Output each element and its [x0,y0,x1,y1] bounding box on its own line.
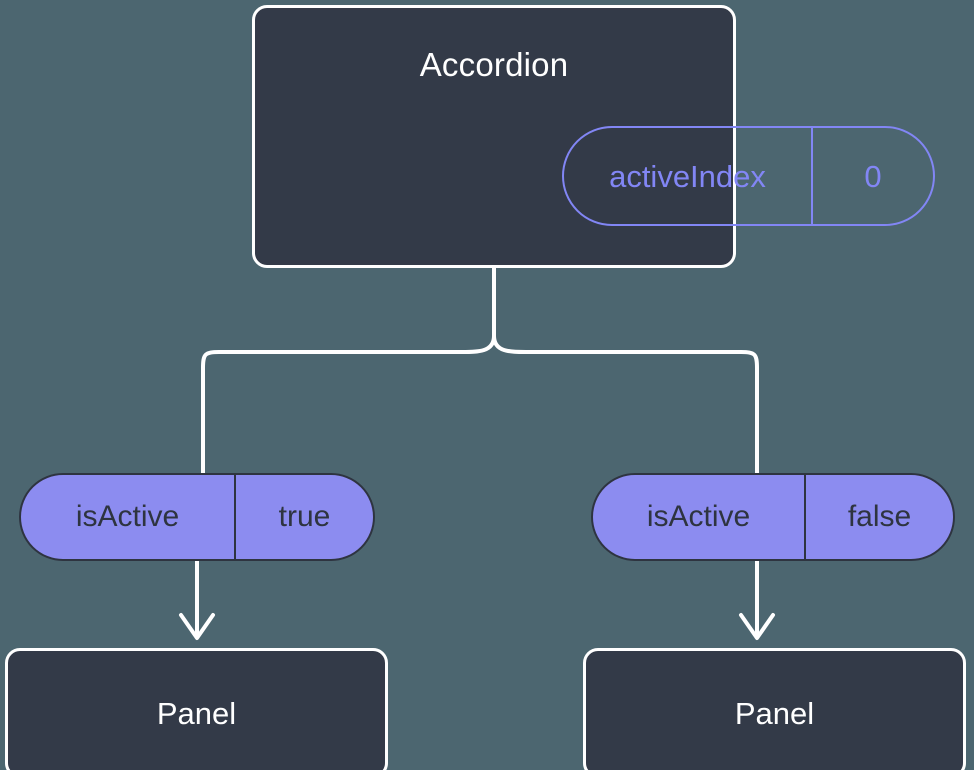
arrow-left-head-icon [179,613,215,640]
node-panel-right[interactable]: Panel [583,648,966,770]
prop-pill-is-active-true[interactable]: isActive true [19,473,375,561]
prop-pill-value: true [278,500,331,533]
node-accordion[interactable]: Accordion activeIndex 0 [252,5,935,268]
prop-pill-value: false [847,500,912,533]
arrow-right-head-icon [739,613,775,640]
state-pill-key: activeIndex [564,128,813,224]
node-panel-title: Panel [734,695,815,731]
state-pill-value: 0 [864,158,882,194]
connector-root-to-branches [201,266,496,475]
connector-root-to-branch-right [492,334,759,475]
state-pill-active-index[interactable]: activeIndex 0 [562,126,935,226]
prop-pill-key: isActive [593,475,806,559]
node-panel-title: Panel [156,695,237,731]
node-panel-left[interactable]: Panel [5,648,388,770]
prop-pill-key: isActive [21,475,236,559]
prop-pill-is-active-false[interactable]: isActive false [591,473,955,561]
node-accordion-title: Accordion [419,46,569,83]
